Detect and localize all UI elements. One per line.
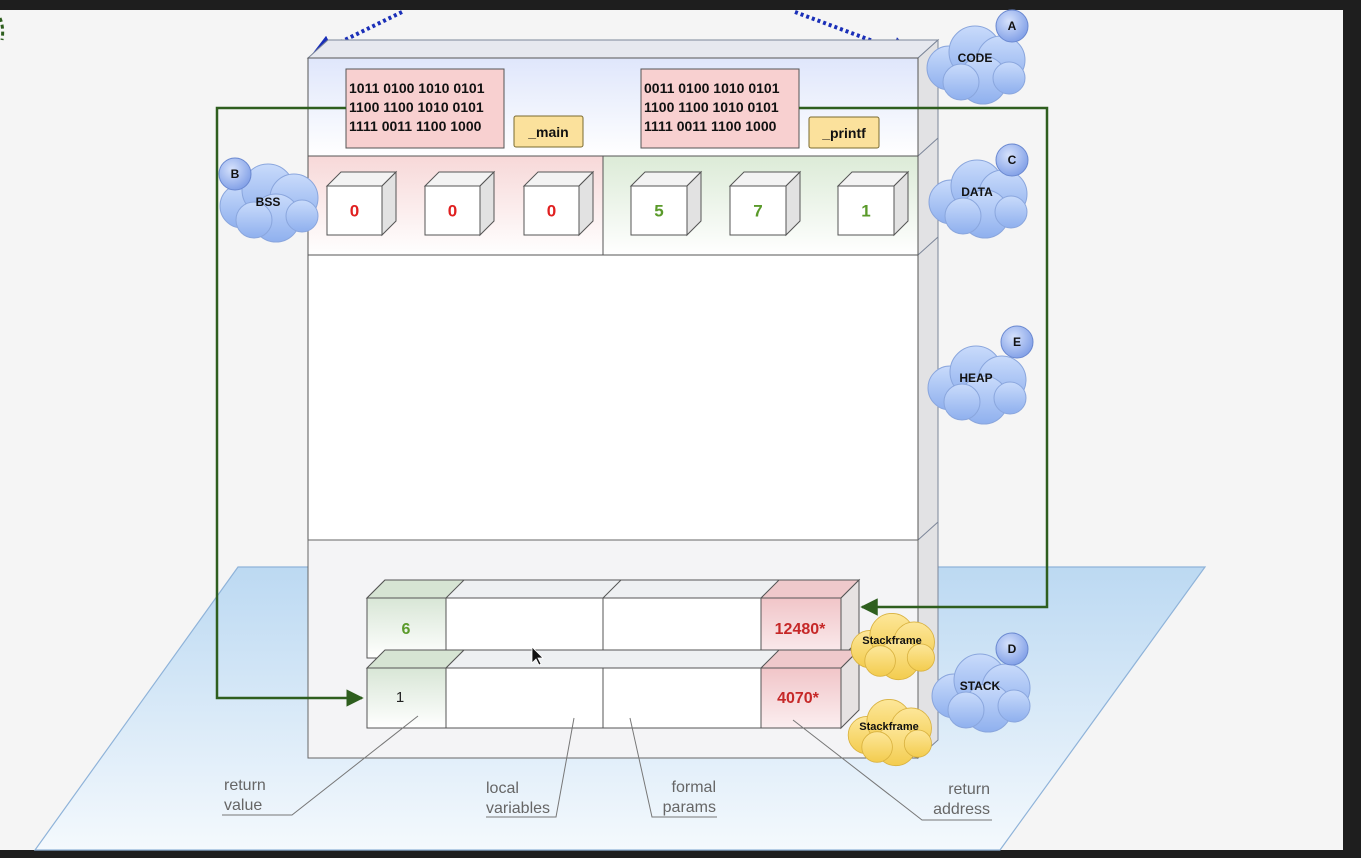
bss-cube: 0 <box>325 170 398 237</box>
return-arrow-right <box>799 106 1049 616</box>
main-code-line-1: 1011 0100 1010 0101 <box>349 80 485 96</box>
stack-badge-label: D <box>1008 642 1017 656</box>
stackframe-cloud-top: Stackframe <box>850 612 935 681</box>
formal-params-cell <box>602 667 762 729</box>
return-value-caption-1: return <box>224 777 266 794</box>
main-code-line-2: 1100 1100 1010 0101 <box>349 99 484 115</box>
return-arrow-left <box>215 106 364 707</box>
data-cube: 7 <box>728 170 802 237</box>
code-badge <box>995 9 1029 43</box>
memory-column-top <box>306 39 940 59</box>
stack-badge <box>995 632 1029 666</box>
return-address: 4070* <box>777 690 820 707</box>
annotation-lines <box>222 715 992 821</box>
data-cube-value: 1 <box>861 202 870 221</box>
main-code-line-3: 1111 0011 1100 1000 <box>349 118 482 134</box>
bss-cloud: BSS <box>219 163 319 243</box>
local-variables-caption-2: variables <box>486 800 550 817</box>
heap-cloud-label: HEAP <box>959 371 992 385</box>
local-variables-cell <box>445 597 604 659</box>
code-cloud: CODE <box>926 25 1026 105</box>
data-cube: 5 <box>629 170 703 237</box>
main-code-block: 1011 0100 1010 0101 1100 1100 1010 0101 … <box>345 68 505 149</box>
stack-cloud: STACK <box>931 653 1031 733</box>
bss-cube-value: 0 <box>350 202 359 221</box>
incoming-arrow-left <box>309 10 403 58</box>
bss-cube: 0 <box>522 170 595 237</box>
return-value-caption-2: value <box>224 797 262 814</box>
bss-cloud-label: BSS <box>256 195 281 209</box>
stackframe-bottom: 1 4070* <box>365 648 861 730</box>
heap-badge <box>1000 325 1034 359</box>
bss-badge <box>218 157 252 191</box>
return-value: 1 <box>396 689 404 706</box>
data-badge-label: C <box>1008 153 1017 167</box>
annotation-labels: return value local variables formal para… <box>224 777 990 818</box>
stackframe-top: 6 12480* <box>365 578 861 660</box>
return-address-cell <box>760 597 842 659</box>
data-cloud: DATA <box>928 159 1028 239</box>
local-variables-cell <box>445 667 604 729</box>
return-value-cell <box>366 597 447 659</box>
data-cloud-label: DATA <box>961 185 993 199</box>
printf-symbol-label: _printf <box>808 116 880 149</box>
stackframe-cloud-top-label: Stackframe <box>862 635 922 647</box>
bss-cube-value: 0 <box>547 202 556 221</box>
data-badge <box>995 143 1029 177</box>
heap-segment <box>307 254 919 541</box>
main-symbol-label: _main <box>513 115 584 148</box>
stackframe-cloud-bottom: Stackframe <box>847 698 932 767</box>
local-variables-caption-1: local <box>486 780 519 797</box>
formal-params-cell <box>602 597 762 659</box>
printf-code-block: 0011 0100 1010 0101 1100 1100 1010 0101 … <box>640 68 800 149</box>
bss-badge-label: B <box>231 167 240 181</box>
main-label: _main <box>527 124 568 140</box>
return-address-caption-1: return <box>948 781 990 798</box>
return-address: 12480* <box>775 621 826 638</box>
heap-badge-label: E <box>1013 335 1021 349</box>
data-cube-value: 7 <box>753 202 762 221</box>
formal-params-caption-1: formal <box>672 779 716 796</box>
return-value-cell <box>366 667 447 729</box>
code-badge-label: A <box>1008 19 1017 33</box>
return-address-caption-2: address <box>933 801 990 818</box>
bss-cube-value: 0 <box>448 202 457 221</box>
data-cube-value: 5 <box>654 202 663 221</box>
printf-code-line-2: 1100 1100 1010 0101 <box>644 99 779 115</box>
formal-params-caption-2: params <box>663 799 716 816</box>
return-address-cell <box>760 667 842 729</box>
heap-cloud: HEAP <box>927 345 1027 425</box>
bss-cube: 0 <box>423 170 496 237</box>
printf-code-line-3: 1111 0011 1100 1000 <box>644 118 777 134</box>
return-value: 6 <box>402 621 411 638</box>
printf-label: _printf <box>821 125 866 141</box>
edge-dashed-stroke <box>0 17 5 41</box>
code-cloud-label: CODE <box>958 51 993 65</box>
data-cube: 1 <box>836 170 910 237</box>
printf-code-line-1: 0011 0100 1010 0101 <box>644 80 780 96</box>
stackframe-cloud-bottom-label: Stackframe <box>859 721 919 733</box>
mouse-cursor-icon <box>531 646 544 666</box>
stack-cloud-label: STACK <box>960 679 1001 693</box>
